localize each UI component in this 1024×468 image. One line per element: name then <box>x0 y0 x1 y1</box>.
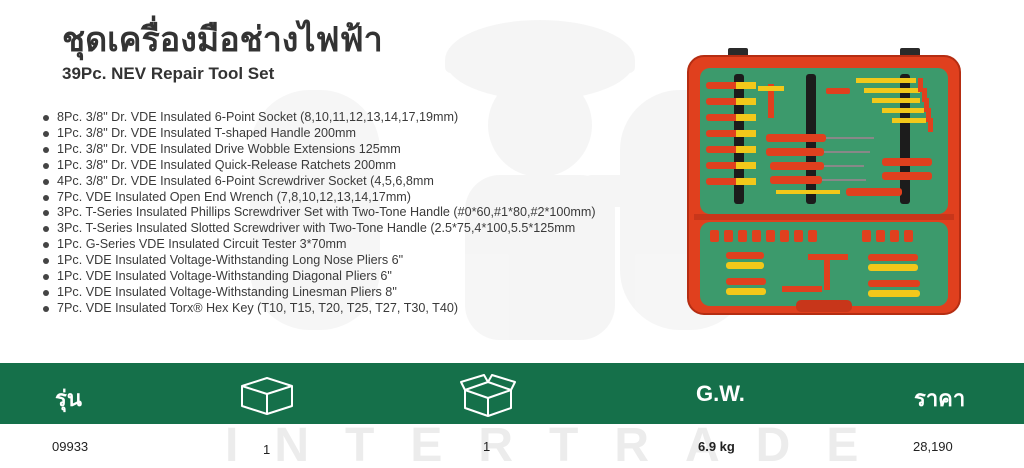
feature-item: 8Pc. 3/8" Dr. VDE Insulated 6-Point Sock… <box>40 110 596 126</box>
feature-item: 1Pc. 3/8" Dr. VDE Insulated T-shaped Han… <box>40 126 596 142</box>
feature-item: 1Pc. G-Series VDE Insulated Circuit Test… <box>40 237 596 253</box>
cell-model: 09933 <box>52 439 89 454</box>
open-box-icon <box>460 374 516 417</box>
cell-outer-quantity: 1 <box>483 439 491 454</box>
cell-gross-weight: 6.9 kg <box>698 439 735 454</box>
column-header-price: ราคา <box>914 386 966 411</box>
tool-case-image <box>687 48 961 315</box>
feature-item: 7Pc. VDE Insulated Torx® Hex Key (T10, T… <box>40 301 596 317</box>
box-icon <box>241 377 293 415</box>
feature-item: 1Pc. VDE Insulated Voltage-Withstanding … <box>40 285 596 301</box>
feature-item: 3Pc. T-Series Insulated Phillips Screwdr… <box>40 205 596 221</box>
feature-item: 7Pc. VDE Insulated Open End Wrench (7,8,… <box>40 190 596 206</box>
feature-item: 1Pc. 3/8" Dr. VDE Insulated Quick-Releas… <box>40 158 596 174</box>
cell-inner-quantity: 1 <box>263 442 271 457</box>
feature-item: 3Pc. T-Series Insulated Slotted Screwdri… <box>40 221 596 237</box>
feature-item: 1Pc. VDE Insulated Voltage-Withstanding … <box>40 269 596 285</box>
column-header-model: รุ่น <box>55 386 82 411</box>
feature-item: 1Pc. VDE Insulated Voltage-Withstanding … <box>40 253 596 269</box>
cell-price: 28,190 <box>913 439 953 454</box>
feature-item: 4Pc. 3/8" Dr. VDE Insulated 6-Point Scre… <box>40 174 596 190</box>
watermark-text: INTERTRADE <box>225 419 895 468</box>
page-title-thai: ชุดเครื่องมือช่างไฟฟ้า <box>62 21 383 59</box>
feature-item: 1Pc. 3/8" Dr. VDE Insulated Drive Wobble… <box>40 142 596 158</box>
column-header-gross-weight: G.W. <box>696 381 745 406</box>
feature-list: 8Pc. 3/8" Dr. VDE Insulated 6-Point Sock… <box>40 110 596 317</box>
page-title-english: 39Pc. NEV Repair Tool Set <box>62 64 275 83</box>
